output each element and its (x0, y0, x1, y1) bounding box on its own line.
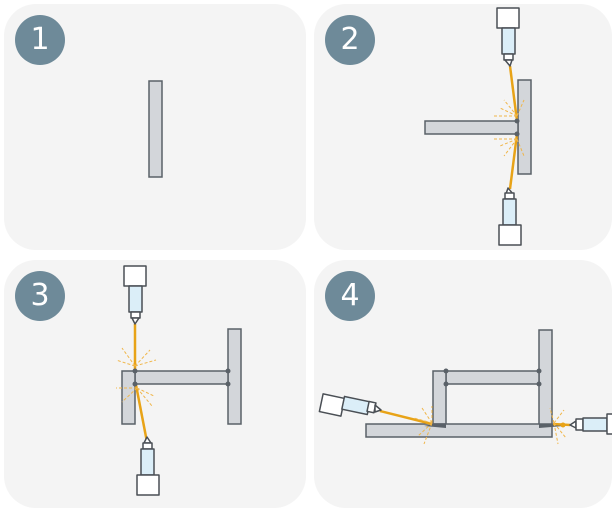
welding-torch-icon (136, 436, 160, 496)
weld-point-icon (514, 118, 520, 124)
weld-point-icon (132, 368, 138, 374)
weld-beam (508, 65, 519, 122)
weld-spark-icon (115, 347, 157, 407)
horizontal-plate (445, 370, 540, 385)
welding-torch-icon (498, 187, 522, 246)
weld-spark-icon (413, 406, 567, 445)
weld-beam (134, 384, 149, 443)
weld-point-icon (514, 131, 520, 137)
vertical-plate (148, 80, 163, 178)
vertical-plate (121, 370, 136, 425)
step-number-badge: 1 (15, 15, 65, 65)
horizontal-plate (134, 370, 229, 385)
weld-beam (379, 409, 433, 426)
weld-point-icon (225, 368, 231, 374)
step-number-badge: 4 (325, 271, 375, 321)
bottom-plate (365, 423, 553, 438)
vertical-plate (227, 328, 242, 425)
weld-point-icon (443, 381, 449, 387)
welding-torch-icon (569, 413, 612, 435)
welding-torch-icon (318, 393, 382, 417)
weld-bead (424, 424, 446, 428)
step-4-illustration (318, 329, 612, 445)
weld-point-icon (536, 381, 542, 387)
vertical-plate (432, 370, 447, 425)
weld-beam (508, 133, 519, 190)
step-3-illustration (115, 265, 242, 496)
vertical-plate (538, 329, 553, 426)
weld-point-icon (536, 368, 542, 374)
weld-spark-icon (560, 422, 566, 428)
welding-torch-icon (123, 265, 147, 325)
weld-spark-icon (494, 99, 525, 157)
step-2-illustration (424, 7, 532, 246)
weld-point-icon (443, 368, 449, 374)
horizontal-plate (424, 120, 519, 135)
step-panel-1: 1 (4, 4, 306, 250)
step-panel-3: 3 (4, 260, 306, 508)
step-number-badge: 2 (325, 15, 375, 65)
step-1-illustration (148, 80, 163, 178)
welding-torch-icon (496, 7, 520, 67)
step-panel-2: 2 (314, 4, 612, 250)
weld-point-icon (225, 381, 231, 387)
weld-point-icon (132, 381, 138, 387)
step-number-badge: 3 (15, 271, 65, 321)
step-panel-4: 4 (314, 260, 612, 508)
vertical-plate (517, 79, 532, 175)
